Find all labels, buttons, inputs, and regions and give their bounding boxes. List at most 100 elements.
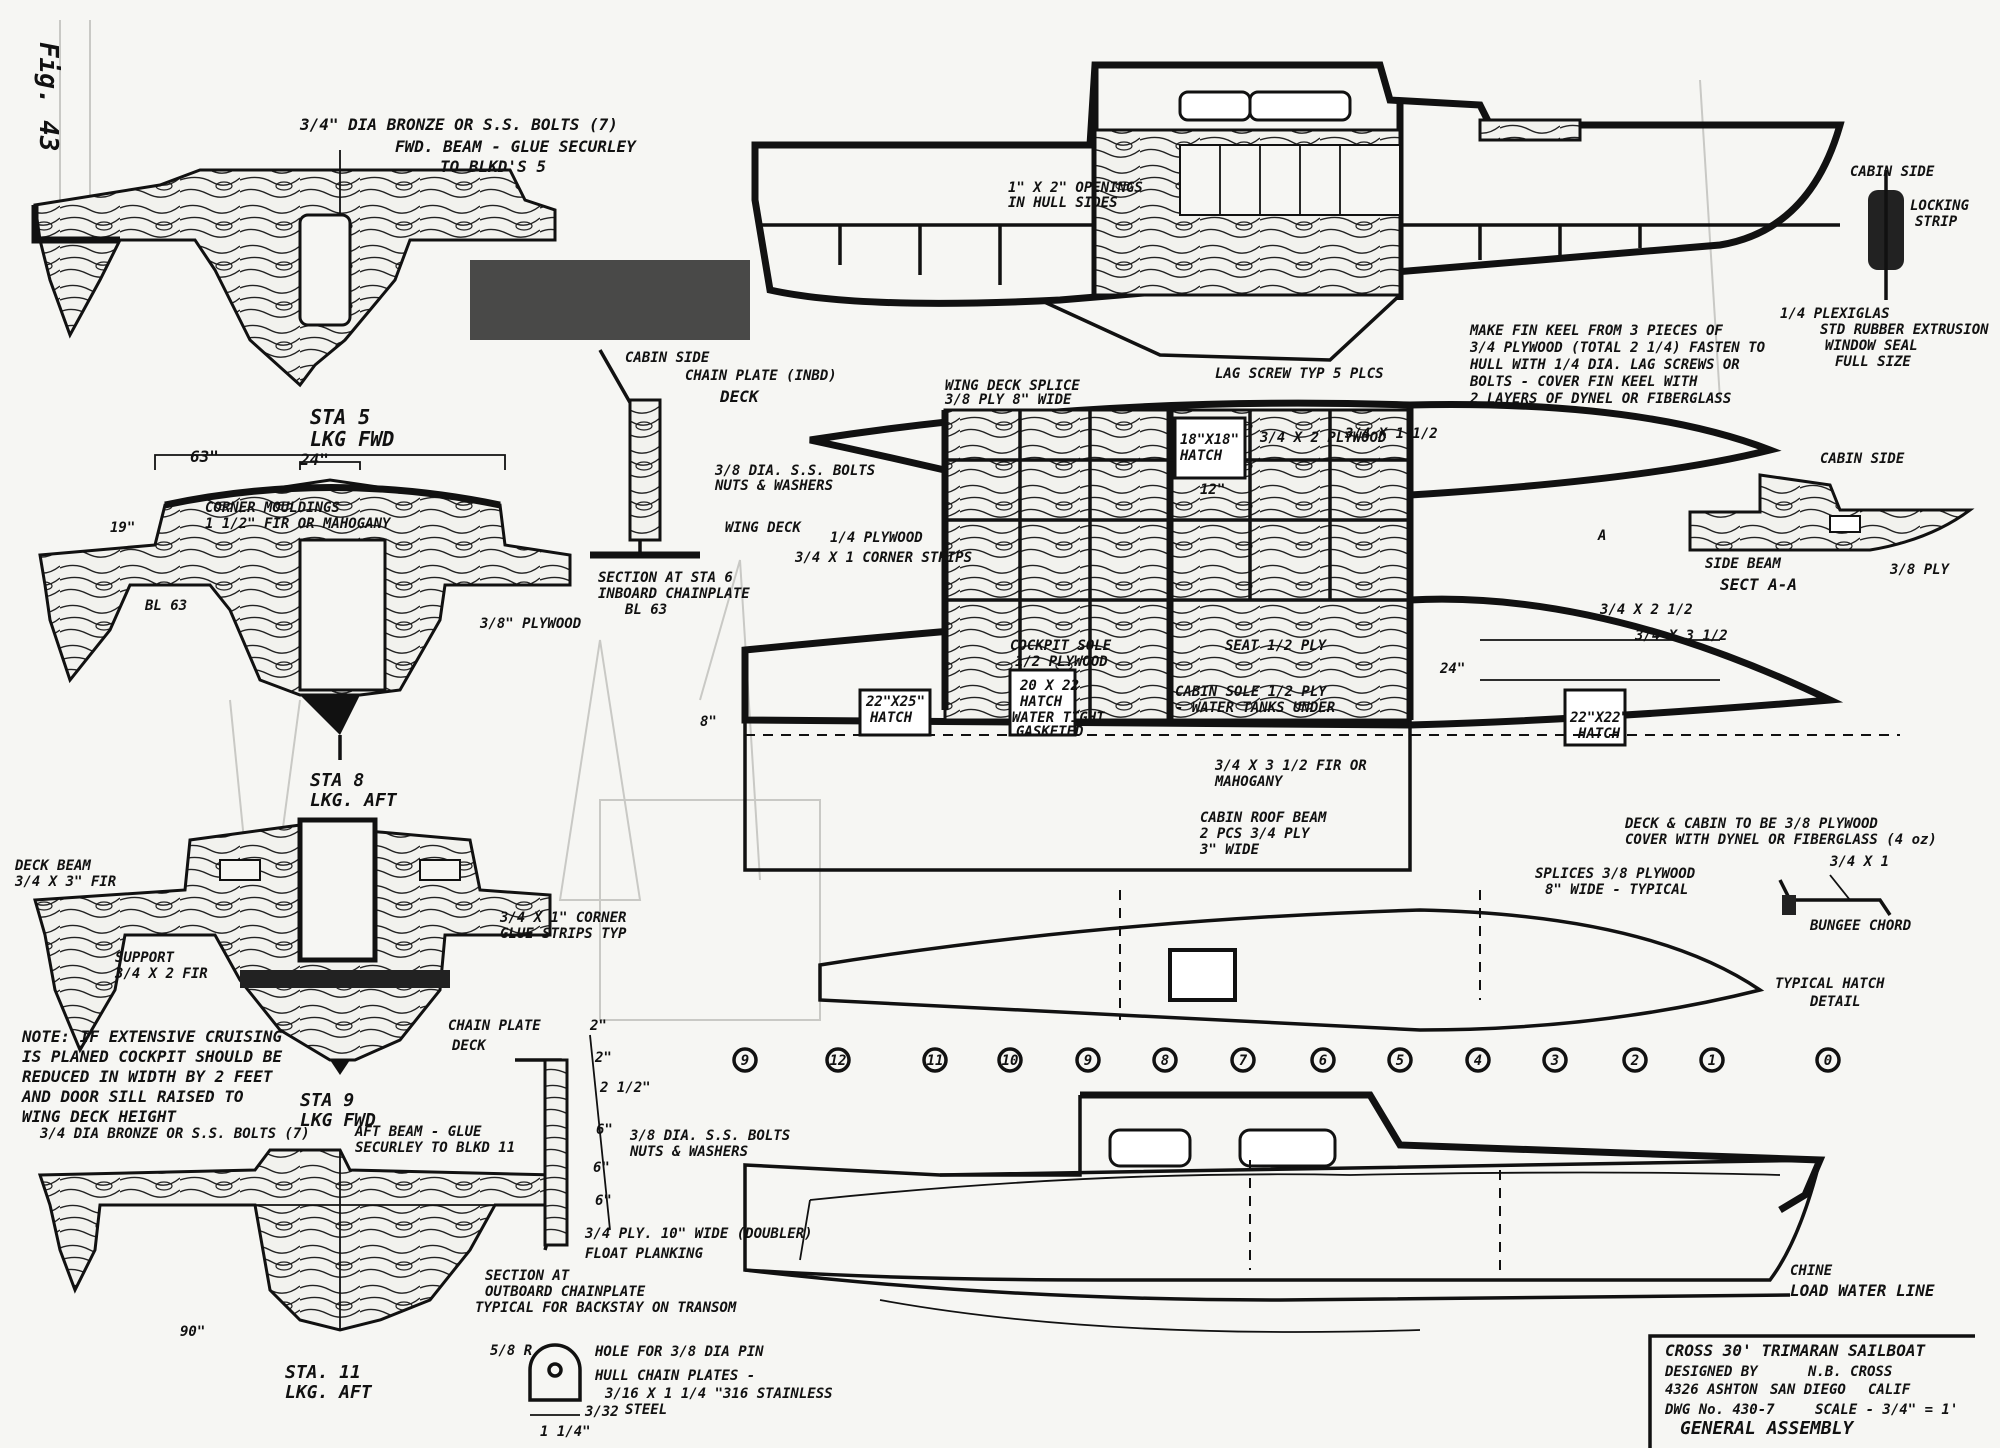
outboard-dim-6b: 6" bbox=[593, 1160, 610, 1176]
plan-hatch20-1: 20 X 22 bbox=[1019, 678, 1079, 694]
note-line-5: WING DECK HEIGHT bbox=[22, 1107, 177, 1126]
plan-hatch18-1: 18"X18" bbox=[1180, 432, 1239, 448]
plan-hatch18-2: HATCH bbox=[1179, 448, 1223, 464]
title-city: SAN DIEGO bbox=[1770, 1382, 1846, 1398]
profile-fin-3: HULL WITH 1/4 DIA. LAG SCREWS OR bbox=[1469, 357, 1740, 373]
profile-fin-2: 3/4 PLYWOOD (TOTAL 2 1/4) FASTEN TO bbox=[1469, 340, 1765, 356]
section-inboard-chainplate: CABIN SIDE CHAIN PLATE (INBD) DECK 3/8 D… bbox=[590, 349, 875, 618]
station-marker-circle bbox=[1622, 1047, 1648, 1073]
plan-hatch20-3: WATER TIGHT bbox=[1012, 710, 1105, 726]
sect-aa-ply: 3/8 PLY bbox=[1889, 562, 1951, 578]
hatch-title-2: DETAIL bbox=[1809, 994, 1861, 1010]
station-marker-circle bbox=[1465, 1047, 1491, 1073]
inboard-bolts-2: NUTS & WASHERS bbox=[714, 478, 833, 494]
title-designed-by: DESIGNED BY bbox=[1664, 1364, 1759, 1380]
inboard-title-3: BL 63 bbox=[624, 602, 667, 618]
plan-hatch20-4: GASKETED bbox=[1016, 724, 1083, 740]
sta11-bolts: 3/4 DIA BRONZE OR S.S. BOLTS (7) bbox=[39, 1126, 310, 1142]
station-marker-circle bbox=[1152, 1047, 1178, 1073]
section-sta5: 3/4" DIA BRONZE OR S.S. BOLTS (7) FWD. B… bbox=[31, 115, 750, 451]
inboard-cabin-side: CABIN SIDE bbox=[625, 350, 710, 366]
sta8-bl: BL 63 bbox=[144, 598, 187, 614]
hatch-bungee: BUNGEE CHORD bbox=[1809, 918, 1911, 934]
hatch-title-1: TYPICAL HATCH bbox=[1775, 976, 1885, 992]
outboard-title-2: OUTBOARD CHAINPLATE bbox=[485, 1284, 646, 1300]
hull-profile-view: 1" X 2" OPENINGS IN HULL SIDES LAG SCREW… bbox=[751, 61, 1845, 407]
hatch-detail: 3/4 X 1 BUNGEE CHORD TYPICAL HATCH DETAI… bbox=[1775, 854, 1911, 1010]
plan-cover-1: DECK & CABIN TO BE 3/8 PLYWOOD bbox=[1624, 816, 1878, 832]
plan-hatch-r-1: 22"X22" bbox=[1569, 710, 1629, 726]
hatch-x1: 3/4 X 1 bbox=[1829, 854, 1889, 870]
station-number: 8 bbox=[1161, 1053, 1169, 1069]
window-rubber: STD RUBBER EXTRUSION bbox=[1820, 322, 1989, 338]
detail-thk: 3/32 bbox=[584, 1404, 619, 1420]
inboard-title-1: SECTION AT STA 6 bbox=[598, 570, 733, 586]
plan-splices-2: 8" WIDE - TYPICAL bbox=[1545, 882, 1688, 898]
sta11-aft-1: AFT BEAM - GLUE bbox=[354, 1124, 482, 1140]
deck-plan-view: CABIN SIDE SIDE BEAM 3/8 PLY SECT A-A A … bbox=[700, 378, 1975, 1032]
title-scale: SCALE - 3/4" = 1' bbox=[1815, 1402, 1958, 1418]
plan-roof-1: 3/4 X 3 1/2 FIR OR bbox=[1214, 758, 1367, 774]
sta9-title: STA 9 bbox=[300, 1090, 354, 1111]
section-sta9: DECK BEAM 3/4 X 3" FIR SUPPORT 3/4 X 2 F… bbox=[14, 817, 627, 1131]
sta11-aft-2: SECURLEY TO BLKD 11 bbox=[355, 1140, 515, 1156]
elevation-lwl: LOAD WATER LINE bbox=[1790, 1281, 1935, 1300]
outboard-chain-plate: CHAIN PLATE bbox=[448, 1018, 541, 1034]
plan-roof-2: MAHOGANY bbox=[1214, 774, 1284, 790]
plan-ply-14: 1/4 PLYWOOD bbox=[830, 530, 923, 546]
title-general-assembly: GENERAL ASSEMBLY bbox=[1680, 1418, 1855, 1439]
outboard-planking: FLOAT PLANKING bbox=[585, 1246, 704, 1262]
plan-sole-2: - WATER TANKS UNDER bbox=[1175, 700, 1335, 716]
outboard-title-1: SECTION AT bbox=[485, 1268, 570, 1284]
sta9-support-1: SUPPORT bbox=[115, 950, 175, 966]
plan-seat: SEAT 1/2 PLY bbox=[1225, 638, 1328, 654]
profile-fin-1: MAKE FIN KEEL FROM 3 PIECES OF bbox=[1469, 323, 1723, 339]
window-cabin-side: CABIN SIDE bbox=[1850, 164, 1935, 180]
station-number: 1 bbox=[1708, 1053, 1716, 1069]
plan-roof-4: 2 PCS 3/4 PLY bbox=[1199, 826, 1311, 842]
plan-roof-5: 3" WIDE bbox=[1199, 842, 1260, 858]
section-sta8: 63" 24" 19" BL 63 CORNER MOULDINGS 1 1/2… bbox=[38, 447, 581, 811]
detail-hull-2: 3/16 X 1 1/4 "316 STAINLESS bbox=[604, 1386, 833, 1402]
plan-hatch-r-2: HATCH bbox=[1577, 726, 1621, 742]
sta8-dim-24: 24" bbox=[299, 450, 329, 469]
station-number: 5 bbox=[1396, 1053, 1404, 1069]
plan-cockpit-2: 1/2 PLYWOOD bbox=[1015, 654, 1108, 670]
sect-aa-cabin: CABIN SIDE bbox=[1820, 451, 1905, 467]
sta9-deck-beam-1: DECK BEAM bbox=[14, 858, 91, 874]
plan-cockpit-1: COCKPIT SOLE bbox=[1010, 638, 1112, 654]
station-number: 9 bbox=[741, 1053, 749, 1069]
inboard-bolts-1: 3/8 DIA. S.S. BOLTS bbox=[714, 463, 875, 479]
sta9-subtitle: LKG FWD bbox=[300, 1110, 376, 1131]
profile-fin-4: BOLTS - COVER FIN KEEL WITH bbox=[1469, 374, 1698, 390]
station-marker-circle bbox=[732, 1047, 758, 1073]
inboard-title-2: INBOARD CHAINPLATE bbox=[598, 586, 750, 602]
hull-elevation-view: CHINE LOAD WATER LINE bbox=[743, 1091, 1935, 1333]
station-marker-circle bbox=[1310, 1047, 1336, 1073]
station-number: 2 bbox=[1630, 1053, 1639, 1069]
sta11-title: STA. 11 bbox=[285, 1362, 361, 1383]
plan-splice-2: 3/8 PLY 8" WIDE bbox=[944, 392, 1072, 408]
title-designer: N.B. CROSS bbox=[1807, 1364, 1892, 1380]
window-seal-detail: CABIN SIDE LOCKING STRIP 1/4 PLEXIGLAS S… bbox=[1780, 164, 1989, 370]
station-marker-circle bbox=[1387, 1047, 1413, 1073]
cruising-note: NOTE: IF EXTENSIVE CRUISING IS PLANED CO… bbox=[21, 1027, 282, 1126]
sta5-bolts-note: 3/4" DIA BRONZE OR S.S. BOLTS (7) bbox=[299, 115, 618, 134]
sta11-subtitle: LKG. AFT bbox=[285, 1382, 373, 1403]
sta5-beam-note-1: FWD. BEAM - GLUE SECURLEY bbox=[395, 137, 637, 156]
section-outboard-chainplate: CHAIN PLATE DECK 2" 2" 2 1/2" 6" 6" 6" 3… bbox=[448, 1018, 813, 1316]
note-line-2: IS PLANED COCKPIT SHOULD BE bbox=[22, 1047, 282, 1066]
sta8-dim-63: 63" bbox=[190, 447, 219, 466]
title-dwg: DWG No. 430-7 bbox=[1664, 1402, 1775, 1418]
outboard-bolts-2: NUTS & WASHERS bbox=[629, 1144, 748, 1160]
station-marker-circle bbox=[1075, 1047, 1101, 1073]
station-number: 6 bbox=[1319, 1053, 1327, 1069]
inboard-wing-deck: WING DECK bbox=[725, 520, 802, 536]
window-seal: WINDOW SEAL bbox=[1825, 338, 1918, 354]
detail-hull-1: HULL CHAIN PLATES - bbox=[594, 1368, 755, 1384]
note-line-3: REDUCED IN WIDTH BY 2 FEET bbox=[22, 1067, 274, 1086]
station-marker-circle bbox=[1230, 1047, 1256, 1073]
title-state: CALIF bbox=[1868, 1382, 1911, 1398]
station-number: 11 bbox=[927, 1053, 944, 1069]
outboard-ply: 3/4 PLY. 10" WIDE (DOUBLER) bbox=[584, 1226, 813, 1242]
